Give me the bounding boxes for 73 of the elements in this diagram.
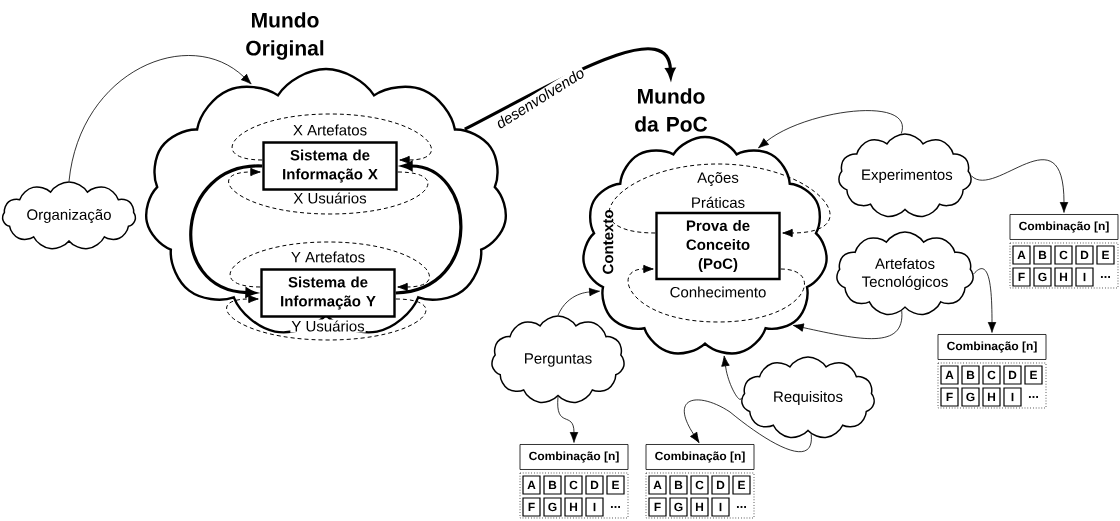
table-header: Combinação [n] — [937, 334, 1047, 360]
curved-arrow — [758, 110, 903, 149]
dashed-loop-arrow — [231, 113, 432, 165]
curved-arrow — [683, 399, 812, 453]
dashed-loop-arrow — [608, 163, 831, 238]
ellipsis: ... — [1100, 276, 1110, 278]
letter-cell: I — [1075, 267, 1094, 287]
dashed-loop-arrow — [229, 241, 430, 292]
table-header: Combinação [n] — [1009, 214, 1119, 240]
letter-cell: B — [961, 365, 980, 385]
letter-cell: B — [1033, 245, 1052, 265]
edge-label: Y Artefatos — [289, 250, 367, 264]
letter-cell: F — [522, 497, 541, 517]
letter-cell: D — [1075, 245, 1094, 265]
letter-cell: A — [648, 475, 667, 495]
letter-cell: D — [711, 475, 730, 495]
edge-label: Y Usuários — [290, 319, 366, 333]
letter-cell: C — [1054, 245, 1073, 265]
letter-cell: G — [543, 497, 562, 517]
system-box: Sistema de Informação X — [262, 141, 398, 191]
curved-arrow — [973, 268, 997, 333]
letter-cell: D — [585, 475, 604, 495]
curved-arrow — [971, 159, 1069, 213]
letter-cell: F — [1012, 267, 1031, 287]
letter-cell: H — [564, 497, 583, 517]
letter-cell: I — [711, 497, 730, 517]
letter-cell: A — [522, 475, 541, 495]
ellipsis: ... — [610, 506, 621, 508]
letter-cell: E — [606, 475, 625, 495]
letter-cell: B — [543, 475, 562, 495]
letter-cell: I — [1003, 387, 1022, 407]
letter-cell: H — [690, 497, 709, 517]
letter-cell: H — [982, 387, 1001, 407]
curved-arrow — [68, 55, 252, 182]
letter-cell: F — [648, 497, 667, 517]
letter-cell: C — [564, 475, 583, 495]
dashed-loop-arrow — [228, 167, 429, 215]
dashed-loop-arrow — [627, 264, 805, 323]
edge-label: Conhecimento — [668, 285, 768, 299]
curved-arrow — [557, 396, 579, 443]
dashed-loop-arrow — [226, 294, 427, 341]
letter-cell: D — [1003, 365, 1022, 385]
cloud-title: Mundo da PoC — [635, 88, 708, 132]
ellipsis: ... — [1028, 396, 1038, 398]
letter-cell: A — [1012, 245, 1031, 265]
table-header: Combinação [n] — [519, 444, 629, 470]
letter-cell: C — [982, 365, 1001, 385]
letter-cell: C — [690, 475, 709, 495]
system-box: Prova de Conceito (PoC) — [655, 211, 781, 281]
letter-cell: F — [940, 387, 959, 407]
ellipsis: ... — [736, 506, 747, 508]
cloud-title: Mundo Original — [246, 12, 324, 60]
letter-cell: A — [940, 365, 959, 385]
edge-label: X Artefatos — [291, 123, 369, 137]
edge-label: X Usuários — [292, 191, 368, 205]
thick-arrow — [464, 47, 676, 131]
letter-cell: G — [961, 387, 980, 407]
letter-cell: H — [1054, 267, 1073, 287]
letter-cell: B — [669, 475, 688, 495]
letter-cell: G — [669, 497, 688, 517]
thick-arrow — [395, 161, 463, 295]
letter-cell: E — [1024, 365, 1043, 385]
curved-arrow — [721, 355, 742, 400]
letter-cell: E — [732, 475, 751, 495]
letter-cell: G — [1033, 267, 1052, 287]
letter-cell: E — [1096, 245, 1115, 265]
table-header: Combinação [n] — [645, 444, 755, 470]
thick-arrow — [189, 164, 263, 298]
edge-label: Ações Práticas — [687, 171, 749, 209]
letter-cell: I — [585, 497, 604, 517]
curved-arrow — [557, 287, 600, 316]
context-label: Contexto — [602, 210, 614, 274]
curved-arrow — [792, 310, 903, 339]
